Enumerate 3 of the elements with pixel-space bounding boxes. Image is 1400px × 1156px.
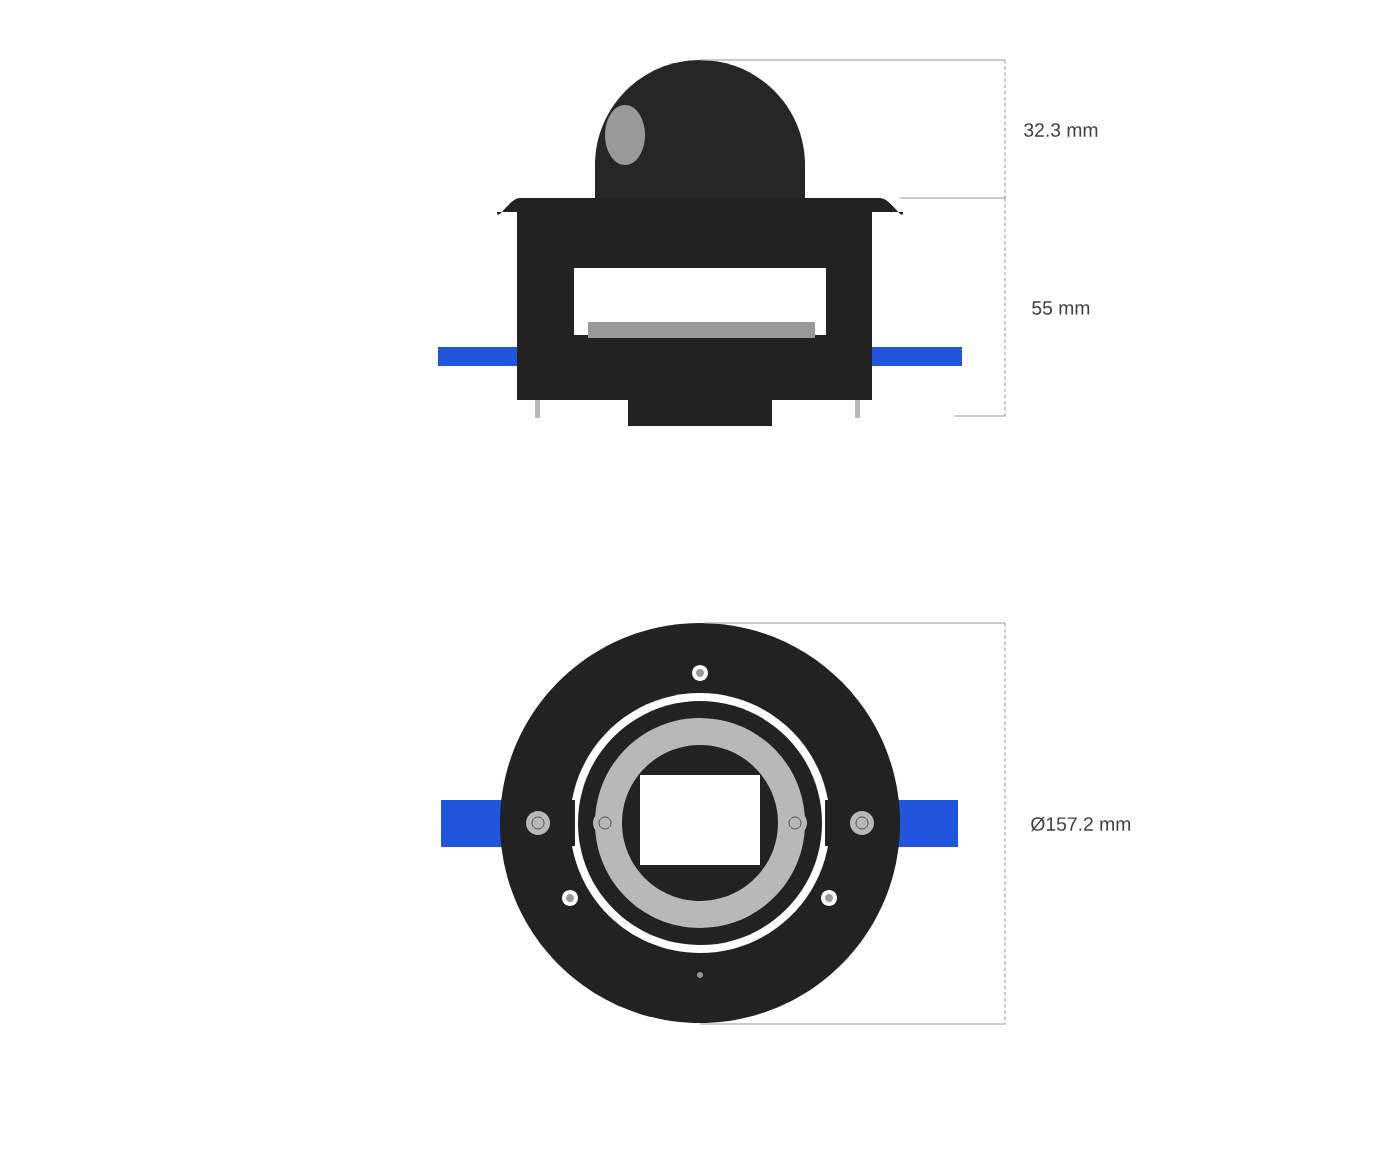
- dimension-label: Ø157.2 mm: [1031, 816, 1131, 832]
- dimension-label: 32.3 mm: [1024, 123, 1098, 137]
- dimension-label: 55 mm: [1032, 301, 1090, 315]
